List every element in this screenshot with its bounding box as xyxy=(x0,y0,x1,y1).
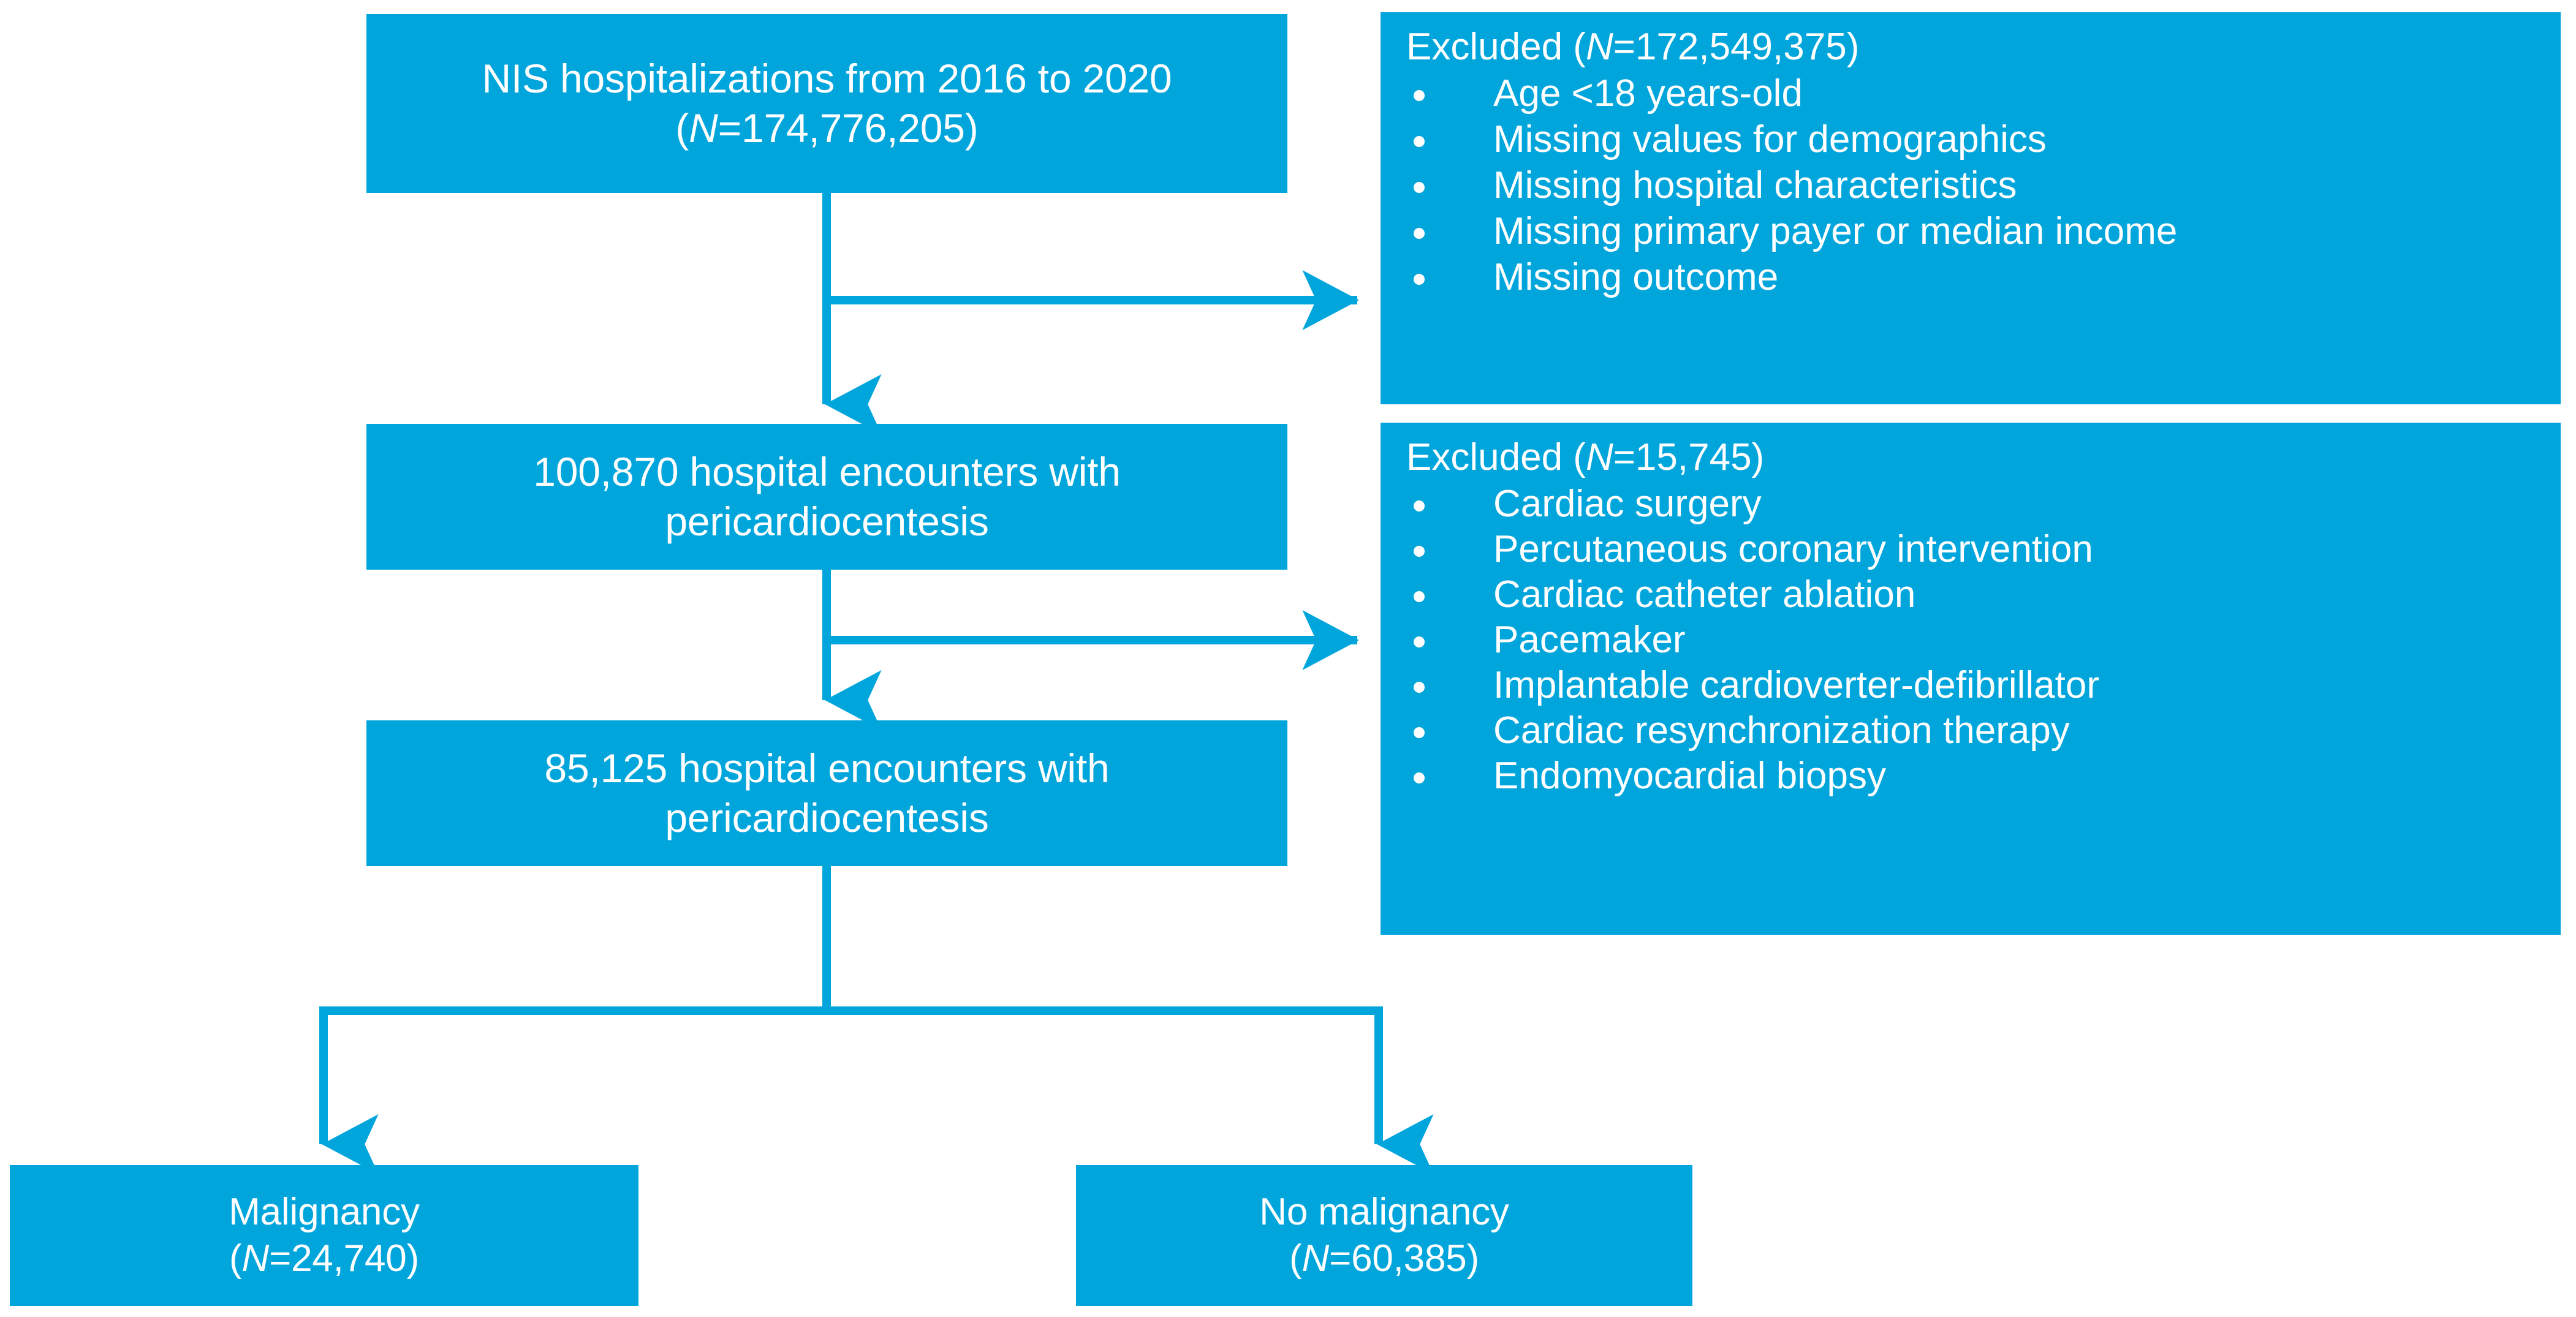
box-cohort-source-line2: (N=174,776,205) xyxy=(675,104,978,153)
list-item-label: Missing primary payer or median income xyxy=(1493,210,2178,252)
box-cohort-source: NIS hospitalizations from 2016 to 2020 (… xyxy=(366,14,1287,193)
panel-excluded-1-title: Excluded (N=172,549,375) xyxy=(1406,28,2542,66)
list-item: Missing hospital characteristics xyxy=(1406,167,2542,205)
box-group-malignancy-line2-suffix: =24,740) xyxy=(269,1237,419,1280)
box-group-no-malignancy-line1: No malignancy xyxy=(1259,1191,1509,1234)
panel-excluded-2: Excluded (N=15,745) Cardiac surgery Perc… xyxy=(1381,423,2561,935)
list-item-label: Missing outcome xyxy=(1493,256,1779,298)
box-group-malignancy: Malignancy (N=24,740) xyxy=(10,1165,638,1306)
bullet-dot-icon xyxy=(1414,545,1425,557)
bullet-dot-icon xyxy=(1414,591,1425,602)
panel-excluded-1: Excluded (N=172,549,375) Age <18 years-o… xyxy=(1381,12,2561,404)
box-group-no-malignancy: No malignancy (N=60,385) xyxy=(1076,1165,1692,1306)
bullet-dot-icon xyxy=(1414,181,1425,193)
bullet-dot-icon xyxy=(1414,772,1425,783)
list-item: Missing outcome xyxy=(1406,258,2542,296)
list-item: Cardiac surgery xyxy=(1406,485,2542,523)
list-item-label: Percutaneous coronary intervention xyxy=(1493,528,2093,570)
list-item: Missing primary payer or median income xyxy=(1406,213,2542,251)
box-cohort-source-line2-suffix: =174,776,205) xyxy=(718,105,979,151)
list-item-label: Missing hospital characteristics xyxy=(1493,164,2017,206)
box-cohort-source-line2-italic-n: N xyxy=(689,105,718,151)
panel-excluded-2-title-suffix: =15,745) xyxy=(1613,436,1765,478)
box-cohort-step1-line1: 100,870 hospital encounters with xyxy=(533,449,1121,495)
box-group-no-malignancy-line2-italic-n: N xyxy=(1301,1237,1330,1280)
list-item-label: Cardiac surgery xyxy=(1493,483,1762,525)
list-item: Cardiac catheter ablation xyxy=(1406,576,2542,614)
bullet-dot-icon xyxy=(1414,273,1425,285)
bullet-dot-icon xyxy=(1414,135,1425,147)
box-group-no-malignancy-line2-prefix: ( xyxy=(1289,1237,1302,1280)
box-cohort-step2-line2: pericardiocentesis xyxy=(665,795,989,840)
list-item-label: Cardiac catheter ablation xyxy=(1493,573,1916,616)
list-item-label: Implantable cardioverter-defibrillator xyxy=(1493,664,2100,706)
box-group-no-malignancy-line2-suffix: =60,385) xyxy=(1329,1237,1479,1280)
panel-excluded-1-title-suffix: =172,549,375) xyxy=(1613,26,1860,68)
list-item: Missing values for demographics xyxy=(1406,121,2542,159)
panel-excluded-2-title-italic-n: N xyxy=(1585,436,1613,478)
list-item-label: Pacemaker xyxy=(1493,619,1686,661)
panel-excluded-2-title: Excluded (N=15,745) xyxy=(1406,439,2542,477)
bullet-dot-icon xyxy=(1414,726,1425,738)
box-group-malignancy-line2-prefix: ( xyxy=(229,1237,242,1280)
bullet-dot-icon xyxy=(1414,227,1425,239)
panel-excluded-2-list: Cardiac surgery Percutaneous coronary in… xyxy=(1406,485,2542,795)
box-cohort-step2-line1: 85,125 hospital encounters with xyxy=(544,745,1110,791)
box-group-malignancy-line2: (N=24,740) xyxy=(229,1236,419,1282)
box-group-malignancy-line1: Malignancy xyxy=(229,1191,420,1234)
list-item-label: Cardiac resynchronization therapy xyxy=(1493,709,2070,752)
list-item-label: Age <18 years-old xyxy=(1493,72,1803,115)
box-cohort-step1-line2: pericardiocentesis xyxy=(665,499,989,544)
panel-excluded-1-title-prefix: Excluded ( xyxy=(1406,26,1586,68)
list-item: Cardiac resynchronization therapy xyxy=(1406,712,2542,750)
list-item: Percutaneous coronary intervention xyxy=(1406,530,2542,568)
box-cohort-step1: 100,870 hospital encounters with pericar… xyxy=(366,424,1287,570)
box-cohort-source-line1: NIS hospitalizations from 2016 to 2020 xyxy=(482,56,1172,102)
list-item: Implantable cardioverter-defibrillator xyxy=(1406,666,2542,704)
list-item: Pacemaker xyxy=(1406,621,2542,659)
box-cohort-source-line2-prefix: ( xyxy=(675,105,689,151)
bullet-dot-icon xyxy=(1414,636,1425,647)
box-cohort-step2: 85,125 hospital encounters with pericard… xyxy=(366,720,1287,866)
panel-excluded-1-title-italic-n: N xyxy=(1585,26,1613,68)
panel-excluded-1-list: Age <18 years-old Missing values for dem… xyxy=(1406,75,2542,296)
panel-excluded-2-title-prefix: Excluded ( xyxy=(1406,436,1586,478)
list-item-label: Missing values for demographics xyxy=(1493,118,2047,160)
list-item-label: Endomyocardial biopsy xyxy=(1493,755,1887,797)
bullet-dot-icon xyxy=(1414,500,1425,511)
bullet-dot-icon xyxy=(1414,681,1425,693)
bullet-dot-icon xyxy=(1414,89,1425,101)
list-item: Age <18 years-old xyxy=(1406,75,2542,113)
box-group-no-malignancy-line2: (N=60,385) xyxy=(1289,1236,1479,1282)
box-group-malignancy-line2-italic-n: N xyxy=(241,1237,270,1280)
list-item: Endomyocardial biopsy xyxy=(1406,757,2542,795)
